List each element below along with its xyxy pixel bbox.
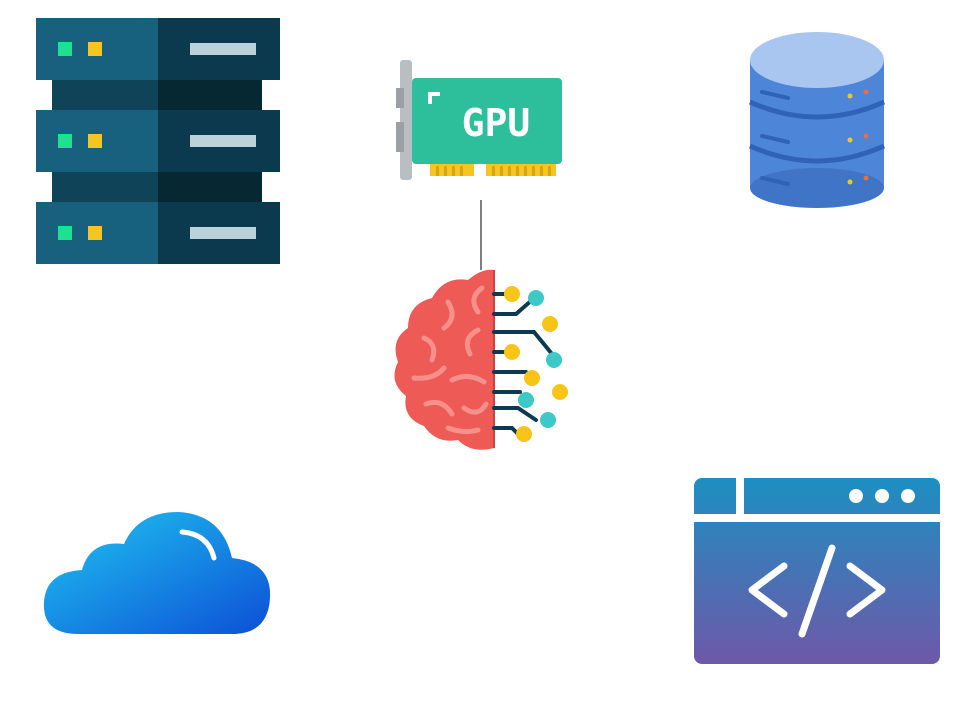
circuit-node — [524, 370, 540, 386]
code-window-icon — [694, 478, 940, 664]
circuit-node — [518, 392, 534, 408]
server-unit — [36, 202, 280, 264]
circuit-node — [552, 384, 568, 400]
cloud-icon — [42, 510, 274, 640]
circuit-node — [542, 316, 558, 332]
circuit-node — [504, 286, 520, 302]
circuit-node — [528, 290, 544, 306]
circuit-node — [546, 352, 562, 368]
circuit-node — [516, 426, 532, 442]
database-icon — [748, 30, 886, 210]
gpu-card-icon: GPU — [396, 58, 564, 182]
server-rack-icon — [36, 18, 280, 264]
server-unit — [36, 18, 280, 80]
ai-brain-icon — [388, 268, 574, 452]
server-unit — [36, 110, 280, 172]
gpu-label: GPU — [462, 101, 531, 145]
circuit-node — [504, 344, 520, 360]
circuit-node — [540, 412, 556, 428]
